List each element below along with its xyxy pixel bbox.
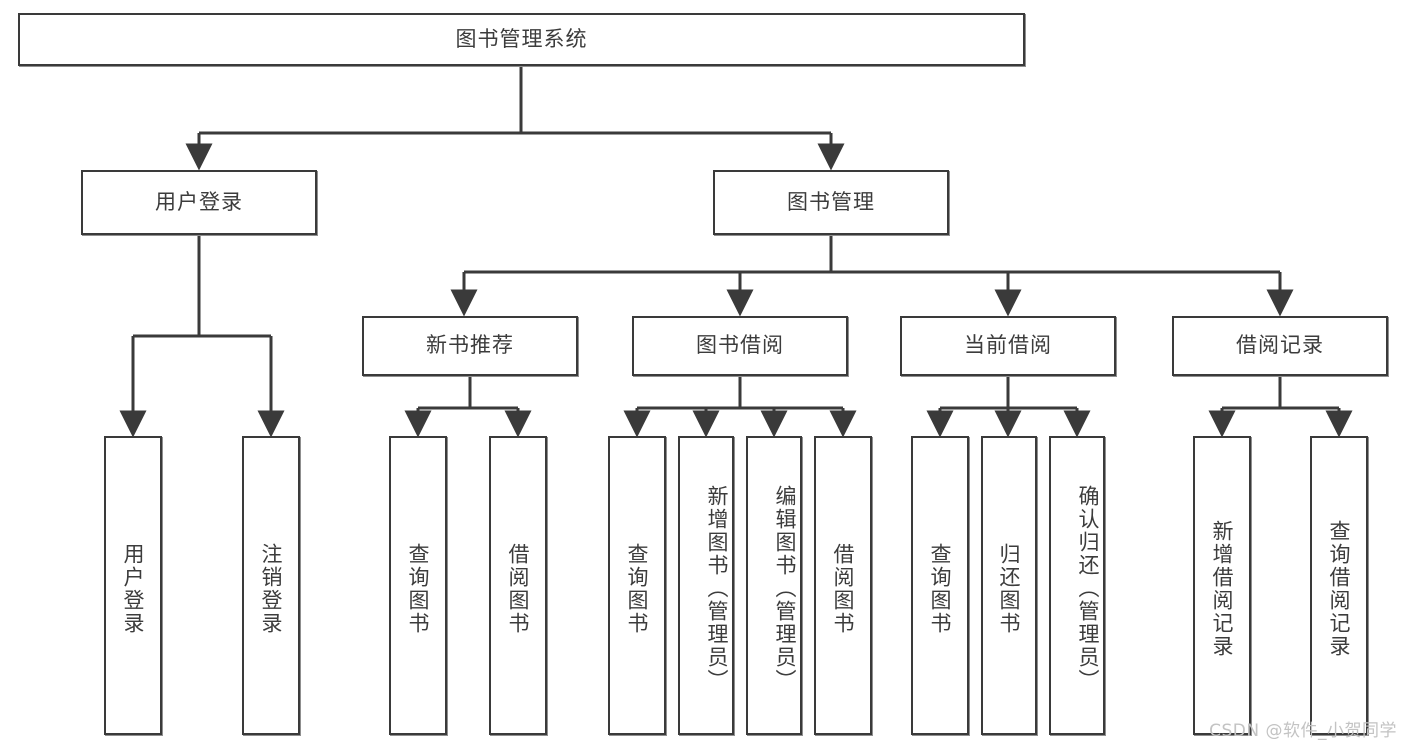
node-label: 注销登录: [259, 542, 283, 635]
node-label: 借阅图书: [506, 542, 530, 635]
node-label: 新增图书（管理员）: [705, 485, 729, 692]
node-borrow-record[interactable]: 借阅记录: [1172, 316, 1388, 376]
node-label: 用户登录: [121, 542, 145, 635]
node-current-borrow[interactable]: 当前借阅: [900, 316, 1116, 376]
leaf-logout[interactable]: 注销登录: [242, 436, 300, 735]
leaf-borrow-borrow-book[interactable]: 借阅图书: [814, 436, 872, 735]
leaf-current-confirm-return-admin[interactable]: 确认归还（管理员）: [1049, 436, 1105, 735]
node-new-book-recommend[interactable]: 新书推荐: [362, 316, 578, 376]
node-user-login[interactable]: 用户登录: [81, 170, 317, 235]
node-label: 当前借阅: [964, 333, 1052, 358]
node-label: 查询图书: [928, 542, 952, 635]
watermark: CSDN @软件_小贺同学: [1209, 721, 1397, 741]
node-label: 确认归还（管理员）: [1076, 485, 1100, 692]
node-label: 用户登录: [155, 189, 243, 214]
node-label: 归还图书: [997, 542, 1021, 635]
node-label: 借阅图书: [831, 542, 855, 635]
leaf-current-query-book[interactable]: 查询图书: [911, 436, 969, 735]
leaf-record-add-borrow-record[interactable]: 新增借阅记录: [1193, 436, 1251, 735]
node-label: 图书借阅: [696, 333, 784, 358]
node-label: 借阅记录: [1236, 333, 1324, 358]
leaf-borrow-query-book[interactable]: 查询图书: [608, 436, 666, 735]
node-label: 图书管理: [787, 189, 875, 214]
node-label: 新增借阅记录: [1210, 519, 1234, 658]
node-label: 编辑图书（管理员）: [773, 485, 797, 692]
node-label: 新书推荐: [426, 333, 514, 358]
node-label: 查询图书: [625, 542, 649, 635]
node-label: 图书管理系统: [455, 26, 588, 51]
node-root-book-management-system[interactable]: 图书管理系统: [18, 13, 1025, 66]
leaf-recommend-borrow-book[interactable]: 借阅图书: [489, 436, 547, 735]
node-label: 查询借阅记录: [1327, 519, 1351, 658]
leaf-current-return-book[interactable]: 归还图书: [981, 436, 1037, 735]
leaf-user-login[interactable]: 用户登录: [104, 436, 162, 735]
node-book-borrow[interactable]: 图书借阅: [632, 316, 848, 376]
leaf-borrow-add-book-admin[interactable]: 新增图书（管理员）: [678, 436, 734, 735]
node-label: 查询图书: [406, 542, 430, 635]
leaf-recommend-query-book[interactable]: 查询图书: [389, 436, 447, 735]
leaf-record-query-borrow-record[interactable]: 查询借阅记录: [1310, 436, 1368, 735]
node-book-management[interactable]: 图书管理: [713, 170, 949, 235]
leaf-borrow-edit-book-admin[interactable]: 编辑图书（管理员）: [746, 436, 802, 735]
